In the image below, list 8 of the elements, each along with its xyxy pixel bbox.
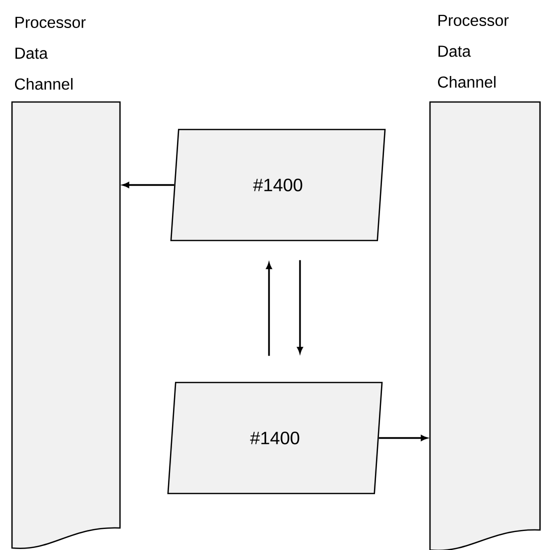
arrow bbox=[122, 182, 174, 188]
arrow bbox=[297, 260, 303, 354]
data-parallelogram: #1400 bbox=[170, 128, 386, 242]
arrow bbox=[266, 262, 272, 356]
data-parallelogram: #1400 bbox=[167, 382, 383, 494]
arrow bbox=[378, 435, 428, 441]
channel-heading: Processor Data Channel bbox=[438, 14, 509, 88]
channel-heading: Processor Data Channel bbox=[15, 16, 86, 90]
